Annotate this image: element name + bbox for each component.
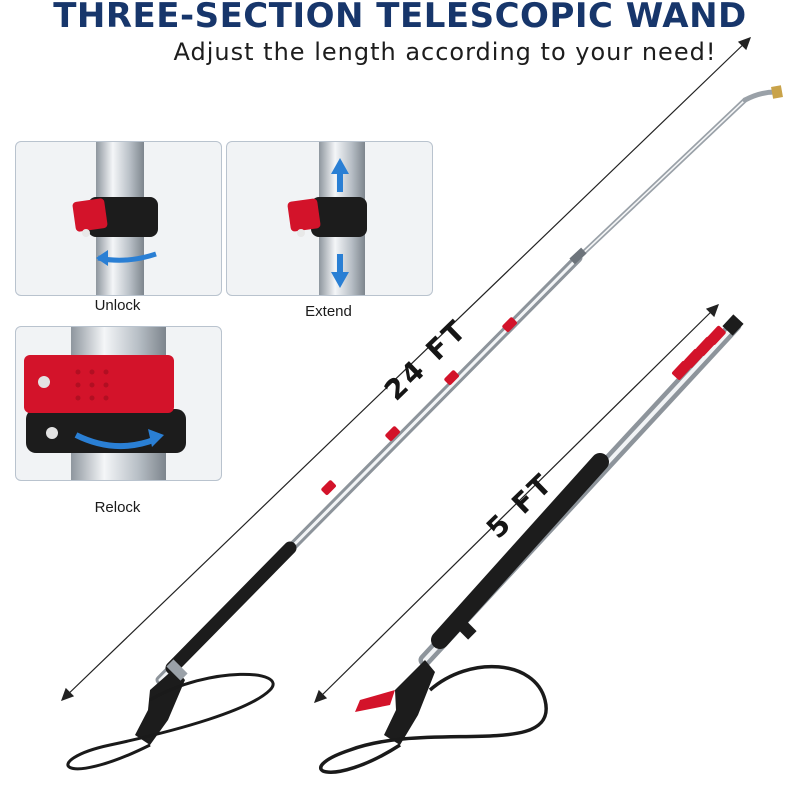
page-title: THREE-SECTION TELESCOPIC WAND [53,0,747,36]
extend-down-arrow-icon [331,254,349,288]
collapsed-wand [319,314,744,774]
extend-caption: Extend [305,303,352,320]
relock-caption: Relock [94,499,141,516]
relock-illustration [24,327,186,480]
extend-up-arrow-icon [331,158,349,192]
extended-dimension-line [60,36,752,702]
rotate-right-arrow-icon [74,432,158,450]
extended-wand [66,85,783,771]
extend-illustration [287,142,367,295]
relock-panel [15,326,222,481]
page-subtitle: Adjust the length according to your need… [173,38,717,66]
unlock-caption: Unlock [94,297,141,314]
unlock-panel [15,141,222,296]
extended-length-label: 24 FT [378,312,474,407]
extend-panel [226,141,433,296]
unlock-illustration [72,142,158,295]
collapsed-dimension-line [313,303,720,704]
